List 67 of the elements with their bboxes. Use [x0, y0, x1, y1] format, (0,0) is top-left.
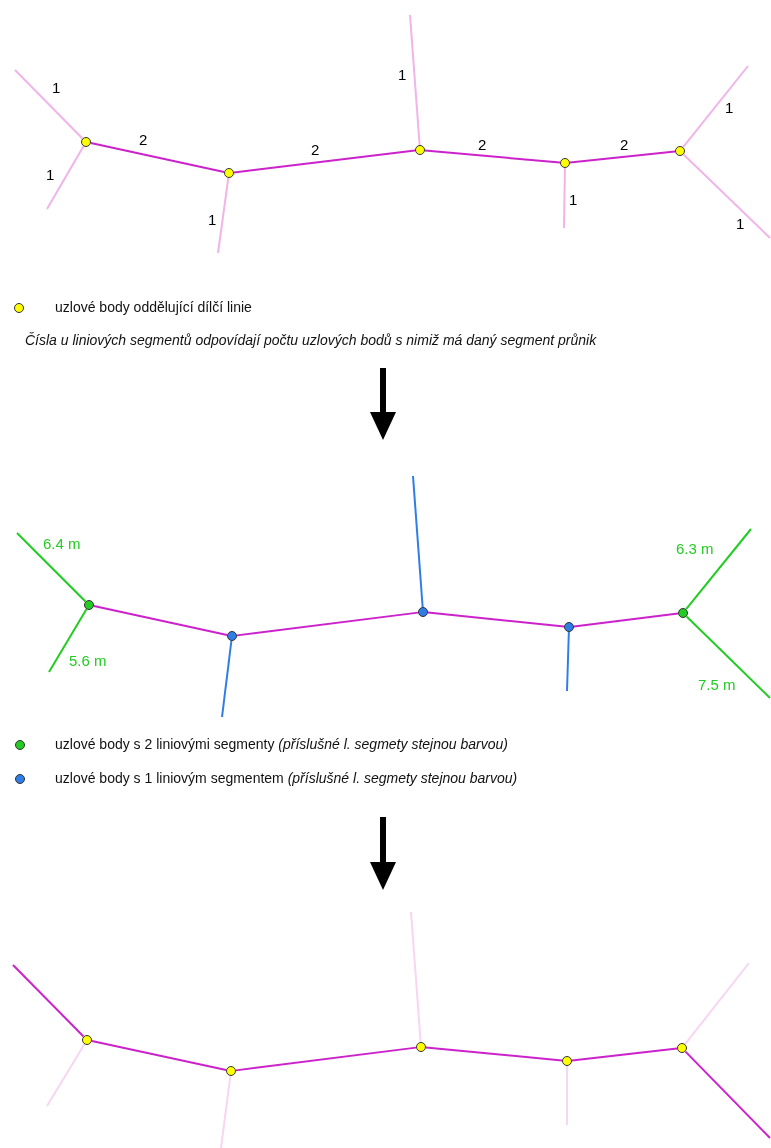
line-segment	[682, 65, 749, 149]
edge-label: 1	[568, 192, 579, 208]
node-point	[564, 622, 574, 632]
node-point	[81, 137, 91, 147]
line-segment	[685, 528, 752, 611]
node-point	[226, 1066, 236, 1076]
line-segment	[90, 1040, 228, 1071]
line-segment	[568, 150, 677, 164]
edge-label: 1	[207, 212, 218, 228]
edge-label: 2	[619, 137, 630, 153]
node-point	[677, 1043, 687, 1053]
edge-label: 6.3 m	[675, 541, 715, 557]
line-segment	[48, 608, 88, 673]
line-segment	[16, 532, 87, 603]
edge-label: 5.6 m	[68, 653, 108, 669]
line-segment	[46, 145, 85, 210]
line-segment	[563, 167, 566, 229]
line-segment	[410, 911, 422, 1043]
node-point	[678, 608, 688, 618]
edge-label: 2	[310, 142, 321, 158]
line-segment	[92, 605, 229, 636]
line-segment	[89, 142, 226, 173]
edge-label: 2	[477, 137, 488, 153]
line-segment	[572, 612, 680, 628]
line-segment	[424, 149, 561, 164]
node-point	[560, 158, 570, 168]
line-segment	[685, 615, 771, 699]
line-segment	[682, 153, 771, 239]
node-point	[416, 1042, 426, 1052]
legend-text: uzlové body s 1 liniovým segmentem (příslušné l. segmety stejnou barvou)	[55, 770, 518, 786]
line-segment	[235, 611, 420, 637]
line-segment	[14, 69, 84, 140]
node-point	[82, 1035, 92, 1045]
legend-text: uzlové body s 2 liniovými segmenty (příslušné l. segmety stejnou barvou)	[55, 736, 508, 752]
line-segment	[412, 475, 424, 608]
edge-label: 2	[138, 132, 149, 148]
legend-text: uzlové body oddělující dílčí linie	[55, 299, 252, 315]
line-segment	[232, 149, 417, 174]
line-segment	[409, 14, 421, 146]
node-point	[224, 168, 234, 178]
line-segment	[220, 1074, 232, 1148]
line-segment	[570, 1047, 679, 1062]
line-segment	[566, 1065, 568, 1126]
line-segment	[221, 639, 233, 718]
line-segment	[684, 1050, 771, 1139]
edge-label: 1	[51, 80, 62, 96]
line-segment	[217, 176, 230, 254]
edge-label: 1	[45, 167, 56, 183]
edge-label: 1	[724, 100, 735, 116]
node-point	[675, 146, 685, 156]
node-point	[84, 600, 94, 610]
line-segment	[684, 962, 750, 1046]
line-segment	[426, 611, 566, 628]
edge-label: 1	[735, 216, 746, 232]
node-point	[227, 631, 237, 641]
line-segment	[12, 964, 85, 1038]
node-point	[415, 145, 425, 155]
edge-label: 1	[397, 67, 408, 83]
note-text: Čísla u liniových segmentů odpovídají počtu uzlových bodů s nimiž má daný segment průnik	[25, 332, 597, 348]
line-segment	[46, 1043, 86, 1107]
line-segment	[566, 631, 570, 692]
node-point	[418, 607, 428, 617]
edge-label: 6.4 m	[42, 536, 82, 552]
line-segment	[234, 1046, 418, 1072]
line-segment	[425, 1046, 563, 1062]
node-point	[562, 1056, 572, 1066]
edge-label: 7.5 m	[697, 677, 737, 693]
